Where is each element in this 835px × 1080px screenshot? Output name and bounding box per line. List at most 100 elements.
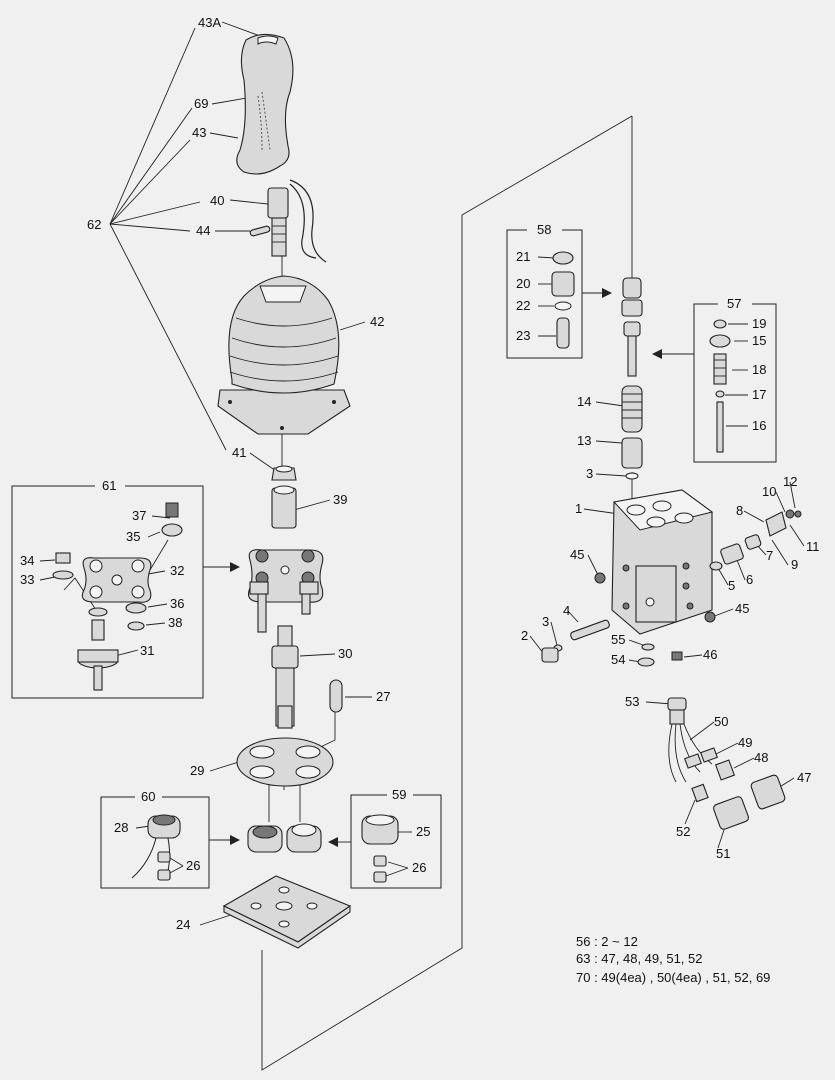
coupling-39 <box>271 485 297 529</box>
callout-14: 14 <box>577 394 591 409</box>
callout-39: 39 <box>333 492 347 507</box>
callout-54: 54 <box>611 652 625 667</box>
callout-7: 7 <box>766 548 773 563</box>
callout-26-left: 26 <box>186 858 200 873</box>
boot-42 <box>217 275 351 435</box>
callout-32: 32 <box>170 563 184 578</box>
box-58 <box>506 229 583 359</box>
callout-30: 30 <box>338 646 352 661</box>
callout-23: 23 <box>516 328 530 343</box>
callout-60: 60 <box>141 789 155 804</box>
callout-50: 50 <box>714 714 728 729</box>
callout-8: 8 <box>736 503 743 518</box>
callout-58: 58 <box>537 222 551 237</box>
callout-27: 27 <box>376 689 390 704</box>
box-61 <box>11 485 204 699</box>
plate-assembly-32 <box>247 549 324 633</box>
pin-27 <box>329 679 343 713</box>
valve-stack <box>621 277 643 480</box>
callout-61: 61 <box>102 478 116 493</box>
callout-42: 42 <box>370 314 384 329</box>
callout-13: 13 <box>577 433 591 448</box>
box-59-parts <box>361 814 399 883</box>
nut-41 <box>271 465 297 481</box>
box-58-parts <box>551 251 575 349</box>
note-70: 70 : 49(4ea) , 50(4ea) , 51, 52, 69 <box>576 970 770 985</box>
plug-parts-lower <box>541 619 683 667</box>
callout-44: 44 <box>196 223 210 238</box>
callout-43: 43 <box>192 125 206 140</box>
callout-3-top: 3 <box>586 466 593 481</box>
callout-45-right: 45 <box>735 601 749 616</box>
callout-6: 6 <box>746 572 753 587</box>
note-56: 56 : 2 ~ 12 <box>576 934 638 949</box>
spring-28 <box>247 825 283 853</box>
box-60-parts <box>131 814 181 881</box>
callout-41: 41 <box>232 445 246 460</box>
callout-59: 59 <box>392 787 406 802</box>
callout-18: 18 <box>752 362 766 377</box>
callout-20: 20 <box>516 276 530 291</box>
callout-34: 34 <box>20 553 34 568</box>
base-plate-24 <box>222 875 352 949</box>
callout-4: 4 <box>563 603 570 618</box>
callout-62: 62 <box>87 217 101 232</box>
spring-25 <box>286 823 322 853</box>
callout-2: 2 <box>521 628 528 643</box>
callout-33: 33 <box>20 572 34 587</box>
arrows <box>203 288 694 847</box>
callout-24: 24 <box>176 917 190 932</box>
box-59 <box>350 794 442 889</box>
callout-19: 19 <box>752 316 766 331</box>
switch-40 <box>267 187 289 257</box>
callout-40: 40 <box>210 193 224 208</box>
callout-21: 21 <box>516 249 530 264</box>
callout-28: 28 <box>114 820 128 835</box>
callout-55: 55 <box>611 632 625 647</box>
callout-10: 10 <box>762 484 776 499</box>
valve-body-1 <box>611 489 714 635</box>
callout-15: 15 <box>752 333 766 348</box>
callouts: 43A 69 43 40 44 62 42 41 39 61 37 35 34 … <box>20 15 820 932</box>
callout-38: 38 <box>168 615 182 630</box>
harness-53 <box>667 697 786 830</box>
box-61-parts <box>52 502 183 691</box>
callout-25: 25 <box>416 824 430 839</box>
callout-35: 35 <box>126 529 140 544</box>
callout-48: 48 <box>754 750 768 765</box>
wires <box>289 179 327 263</box>
group-boxes <box>11 229 777 889</box>
callout-46: 46 <box>703 647 717 662</box>
callout-37: 37 <box>132 508 146 523</box>
callout-29: 29 <box>190 763 204 778</box>
plate-29 <box>236 737 334 787</box>
callout-5: 5 <box>728 578 735 593</box>
leader-lines <box>39 21 805 1071</box>
box-57-parts <box>709 319 731 453</box>
bolts-45 <box>594 572 716 623</box>
callout-57: 57 <box>727 296 741 311</box>
notes: 56 : 2 ~ 12 63 : 47, 48, 49, 51, 52 70 :… <box>576 934 770 985</box>
shaft-30 <box>271 625 299 729</box>
callout-17: 17 <box>752 387 766 402</box>
side-parts <box>709 509 802 571</box>
callout-45-left: 45 <box>570 547 584 562</box>
handle-43 <box>236 33 294 175</box>
pin-44 <box>249 225 271 237</box>
note-63: 63 : 47, 48, 49, 51, 52 <box>576 951 703 966</box>
callout-31: 31 <box>140 643 154 658</box>
callout-49: 49 <box>738 735 752 750</box>
callout-12: 12 <box>783 474 797 489</box>
callout-53: 53 <box>625 694 639 709</box>
callout-22: 22 <box>516 298 530 313</box>
callout-51: 51 <box>716 846 730 861</box>
box-57 <box>693 303 777 463</box>
callout-36: 36 <box>170 596 184 611</box>
callout-16: 16 <box>752 418 766 433</box>
callout-11: 11 <box>806 539 820 554</box>
callout-69: 69 <box>194 96 208 111</box>
callout-9: 9 <box>791 557 798 572</box>
callout-3-bottom: 3 <box>542 614 549 629</box>
callout-52: 52 <box>676 824 690 839</box>
